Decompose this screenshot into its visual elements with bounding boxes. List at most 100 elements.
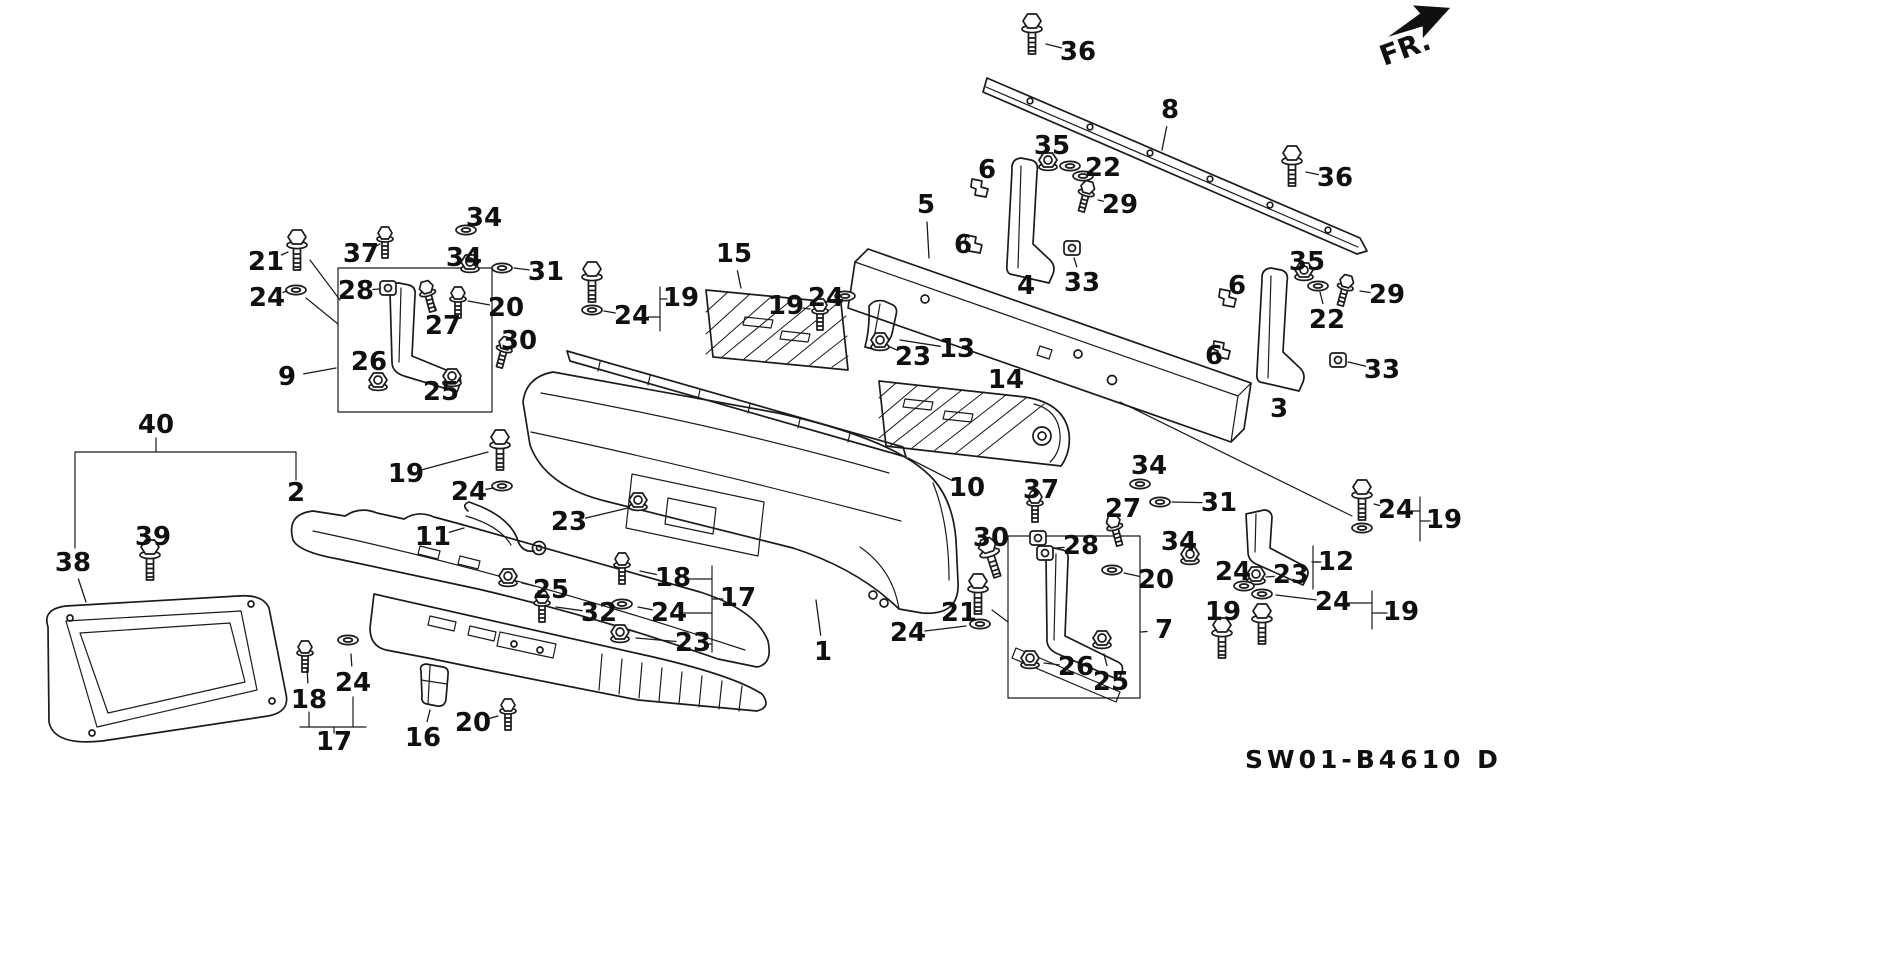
nut-icon <box>870 332 890 352</box>
leader-line <box>802 307 811 310</box>
leader-line <box>736 270 742 289</box>
callout-9: 9 <box>278 362 296 392</box>
callout-34: 34 <box>1131 451 1167 481</box>
part-38-lower-tray <box>46 594 288 743</box>
callout-40: 40 <box>138 410 174 440</box>
washer-icon <box>285 284 307 296</box>
callout-12: 12 <box>1318 547 1354 577</box>
leader-line <box>815 599 822 636</box>
callout-18: 18 <box>655 563 691 593</box>
callout-34: 34 <box>466 203 502 233</box>
callout-17: 17 <box>316 727 352 757</box>
bolt-icon <box>286 229 308 271</box>
callout-5: 5 <box>917 190 935 220</box>
leader-line <box>513 267 530 271</box>
nut-icon <box>628 492 648 512</box>
leader-line <box>1265 575 1275 578</box>
leader-line <box>1171 501 1203 504</box>
diagram-code: SW01-B4610 D <box>1245 745 1502 774</box>
callout-21: 21 <box>248 247 284 277</box>
callout-25: 25 <box>533 575 569 605</box>
leader-line <box>485 487 495 490</box>
part-12-bracket <box>1245 509 1309 586</box>
washer-icon <box>491 480 513 492</box>
leader-line <box>555 606 583 612</box>
callout-32: 32 <box>581 598 617 628</box>
leader-line <box>448 527 465 533</box>
callout-26: 26 <box>1058 652 1094 682</box>
leader-line <box>1347 361 1367 367</box>
leader-line <box>1045 43 1063 49</box>
leader-line <box>1043 662 1060 666</box>
callout-2: 2 <box>287 478 305 508</box>
leader-line <box>639 570 658 576</box>
callout-24: 24 <box>614 301 650 331</box>
leader-line <box>372 288 380 291</box>
leader-line <box>280 251 289 256</box>
leader-line <box>924 625 967 632</box>
leader-line <box>1275 594 1317 601</box>
bolt-icon <box>581 261 603 303</box>
callout-20: 20 <box>488 293 524 323</box>
nut-icon <box>1020 650 1040 670</box>
callout-27: 27 <box>425 311 461 341</box>
callout-38: 38 <box>55 548 91 578</box>
washer-icon <box>1149 496 1171 508</box>
bolt-icon <box>1281 145 1303 187</box>
part-5-bumper-beam <box>847 248 1252 443</box>
leader-line <box>1073 257 1078 268</box>
leader-line <box>603 310 616 314</box>
part-4-bracket <box>1005 157 1055 284</box>
callout-23: 23 <box>895 342 931 372</box>
grommet-icon <box>1329 352 1347 368</box>
leader-line <box>521 582 536 587</box>
leader-line <box>1161 126 1168 151</box>
callout-7: 7 <box>1155 615 1173 645</box>
callout-19: 19 <box>388 459 424 489</box>
callout-1: 1 <box>814 637 832 667</box>
leader-line <box>303 367 337 375</box>
leader-line <box>1123 572 1141 578</box>
bolt-icon <box>1351 479 1373 521</box>
callout-6: 6 <box>954 230 972 260</box>
callout-24: 24 <box>249 283 285 313</box>
callout-23: 23 <box>551 507 587 537</box>
callout-28: 28 <box>338 276 374 306</box>
grommet-icon <box>379 280 397 296</box>
callout-36: 36 <box>1060 37 1096 67</box>
callout-36: 36 <box>1317 163 1353 193</box>
grommet-icon <box>1029 530 1047 546</box>
leader-line <box>907 457 953 481</box>
leader-line <box>432 301 438 311</box>
grommet-icon <box>1063 240 1081 256</box>
part-8-upper-strip <box>982 77 1368 255</box>
leader-line <box>889 346 899 351</box>
washer-icon <box>1307 280 1329 292</box>
screw-icon <box>1331 272 1357 309</box>
callout-6: 6 <box>978 155 996 185</box>
part-14-absorber <box>878 380 1071 467</box>
callout-24: 24 <box>1378 495 1414 525</box>
callout-22: 22 <box>1085 153 1121 183</box>
leader-line <box>899 339 941 347</box>
leader-line <box>584 507 629 519</box>
part-17-lower-diffuser <box>369 593 767 712</box>
leader-line <box>1097 199 1105 202</box>
callout-30: 30 <box>973 523 1009 553</box>
callout-33: 33 <box>1364 355 1400 385</box>
callout-31: 31 <box>1201 488 1237 518</box>
washer-icon <box>491 262 513 274</box>
callout-25: 25 <box>423 377 459 407</box>
part-16-clip-bracket <box>419 663 449 707</box>
fr-direction-indicator: FR. <box>1375 5 1451 73</box>
leader-lines-layer <box>77 43 1381 723</box>
callout-35: 35 <box>1034 131 1070 161</box>
callout-19: 19 <box>1426 505 1462 535</box>
nut-icon <box>1092 630 1112 650</box>
bolt-icon <box>1251 603 1273 645</box>
callout-19: 19 <box>1383 597 1419 627</box>
bolt-icon <box>489 429 511 471</box>
callout-23: 23 <box>1273 560 1309 590</box>
callout-27: 27 <box>1105 494 1141 524</box>
